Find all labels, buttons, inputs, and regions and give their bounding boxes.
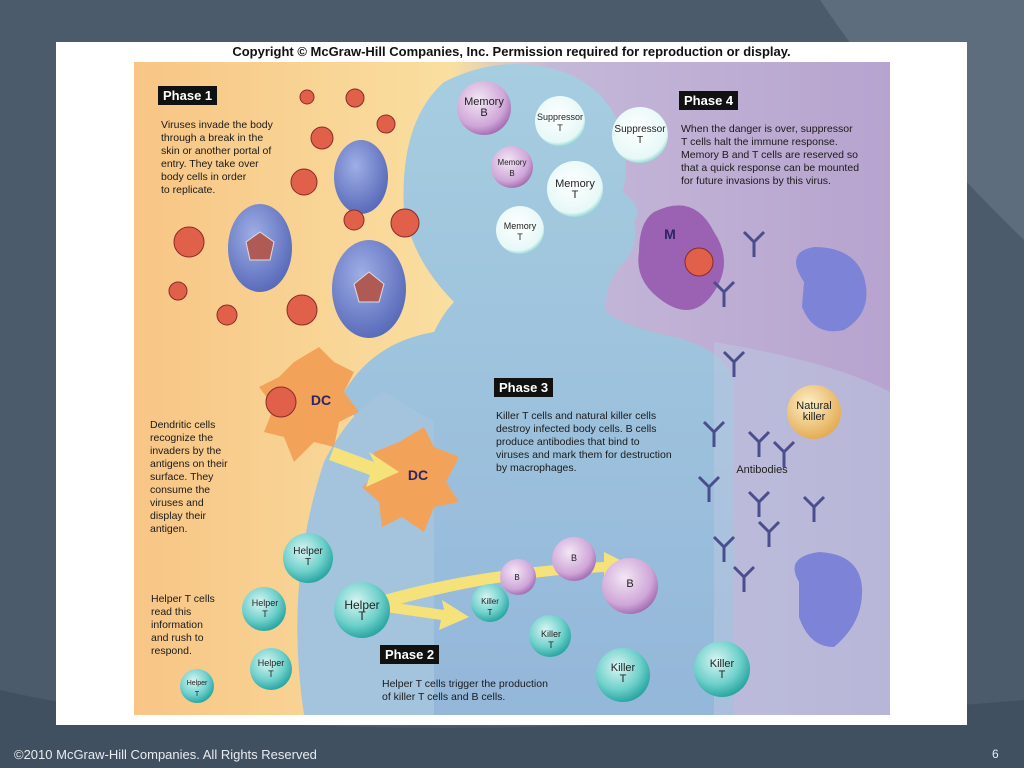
dendritic-cell	[259, 347, 359, 462]
suppressor-t-cell	[535, 96, 585, 146]
killer-t-cell	[596, 648, 650, 702]
virus	[265, 386, 297, 418]
helper-t-cell	[242, 587, 286, 631]
helper-t-cell	[250, 648, 292, 690]
b-cell-label: B	[514, 573, 520, 582]
b-cell	[602, 558, 658, 614]
killer-t-cell	[529, 615, 571, 657]
antibody-group	[697, 230, 826, 592]
natural-killer-cell	[787, 385, 841, 439]
phase-2-title: Phase 2	[380, 645, 440, 664]
dc-label: DC	[310, 392, 332, 408]
arrow	[386, 600, 469, 630]
helper-t-cell	[334, 582, 390, 638]
phase-1-title: Phase 1	[158, 86, 218, 105]
virus-inside-cell	[245, 231, 275, 261]
dendritic-cell	[362, 427, 459, 532]
memory-t-cell	[547, 161, 603, 217]
killer-t-cell	[471, 584, 509, 622]
arrow	[329, 447, 399, 487]
virus-inside-cell	[353, 271, 385, 303]
page-number: 6	[992, 747, 999, 761]
b-cell-label: B	[626, 578, 634, 590]
b-cell	[500, 559, 536, 595]
macrophage-label: M	[664, 226, 676, 242]
virus-group	[168, 88, 420, 326]
killer-t-cell	[694, 641, 750, 697]
destroyed-cell	[794, 552, 863, 647]
memory-b-cell	[457, 81, 511, 135]
destroyed-cell	[796, 247, 867, 332]
macrophage	[638, 205, 724, 310]
helper-t-cell	[283, 533, 333, 583]
memory-t-cell	[496, 206, 544, 254]
suppressor-t-cell	[612, 107, 668, 163]
memory-b-cell	[491, 146, 533, 188]
infected-cell	[334, 140, 388, 214]
footer-copyright: ©2010 McGraw-Hill Companies. All Rights …	[14, 747, 317, 762]
virus	[684, 247, 714, 277]
dc-label: DC	[407, 467, 429, 483]
copyright-notice: Copyright © McGraw-Hill Companies, Inc. …	[232, 44, 791, 59]
b-cell	[552, 537, 596, 581]
b-cell-label: B	[570, 553, 577, 563]
helper-t-cell	[180, 669, 214, 703]
phase-4-title: Phase 4	[679, 91, 739, 110]
antibodies-label: Antibodies	[736, 464, 788, 476]
phase-3-title: Phase 3	[494, 378, 554, 397]
